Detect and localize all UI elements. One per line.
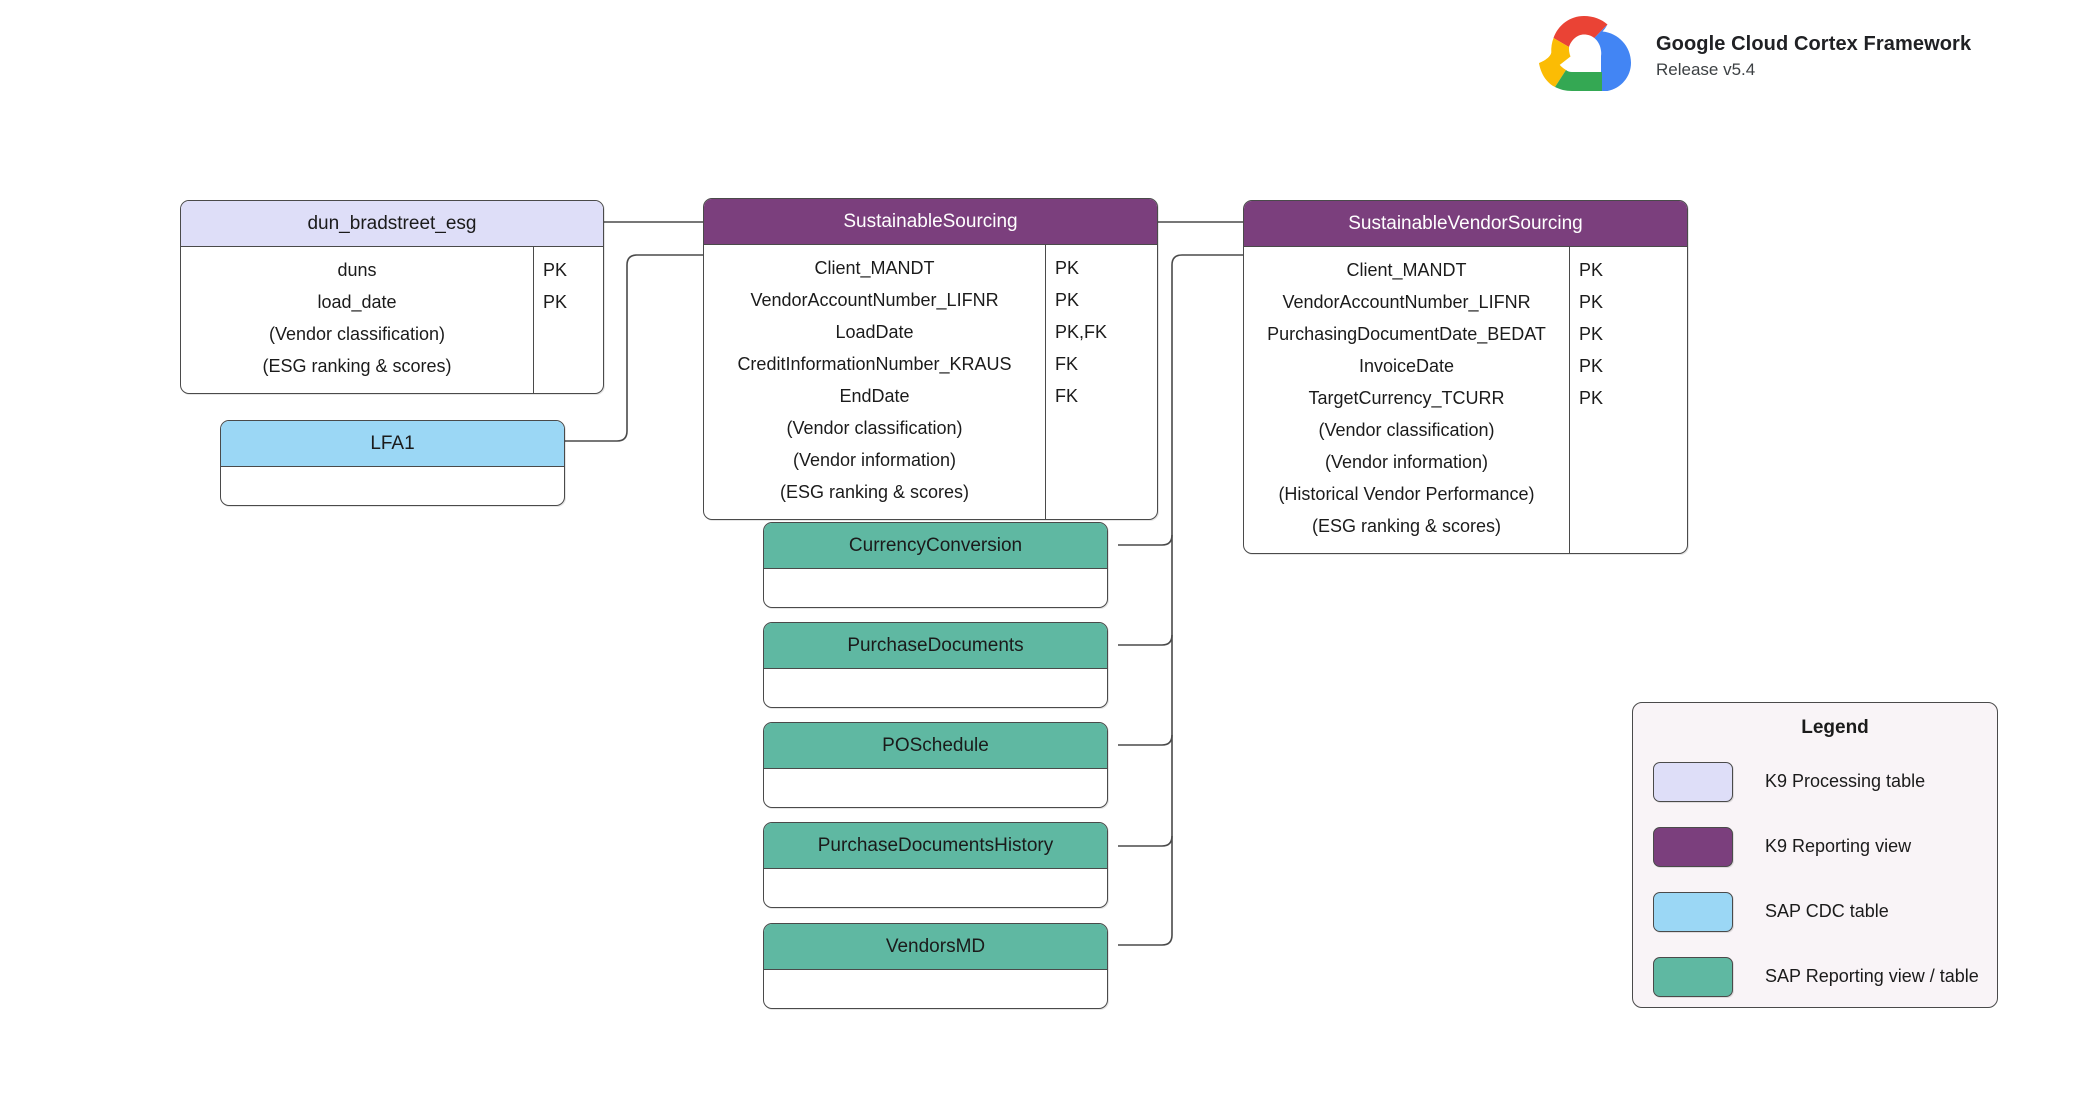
key-badge [1046,476,1157,508]
legend-label: SAP CDC table [1765,901,1889,921]
wire-purchasedocumentshistory-to-trunk [1118,835,1173,847]
key-badge [1570,478,1687,510]
entity-empty-body [764,669,1107,707]
key-badge: PK [543,292,568,312]
field-row: load_date [317,292,397,312]
legend-label: K9 Processing table [1765,771,1926,791]
entity-lfa1[interactable]: LFA1 [220,420,565,506]
field-row: TargetCurrency_TCURR [1308,388,1505,408]
field-row: EndDate [839,386,910,406]
legend-item-k9-reporting-view: K9 Reporting view [1633,814,1997,879]
entity-sustainable-sourcing[interactable]: SustainableSourcing Client_MANDT VendorA… [703,198,1158,520]
google-cloud-logo-icon [1539,16,1631,91]
key-badge [1046,412,1157,444]
field-row: Client_MANDT [1346,260,1467,280]
wire-purchasedocuments-to-trunk [1118,634,1173,646]
field-row: (Vendor classification) [786,418,963,438]
field-row: InvoiceDate [1358,356,1455,376]
key-badge [1570,414,1687,446]
field-row: PurchasingDocumentDate_BEDAT [1267,324,1546,344]
field-row: (Historical Vendor Performance) [1278,484,1535,504]
field-row: (Vendor information) [792,450,957,470]
entity-currency-conversion[interactable]: CurrencyConversion [763,522,1108,608]
wire-currencyconversion-to-trunk [1118,534,1173,546]
legend-item-sap-reporting-view: SAP Reporting view / table [1633,944,1997,1009]
brand-release: Release v5.4 [1656,59,1756,79]
key-badge: PK [1579,292,1604,312]
entity-po-schedule[interactable]: POSchedule [763,722,1108,808]
field-row: (Vendor classification) [1318,420,1495,440]
legend-swatch-sap-reporting-view [1653,956,1733,997]
legend-swatch-k9-processing-table [1653,761,1733,802]
legend-swatch-k9-reporting-view [1653,826,1733,867]
field-row: VendorAccountNumber_LIFNR [1282,292,1531,312]
field-row: CreditInformationNumber_KRAUS [737,354,1012,374]
key-badge: PK [1579,356,1604,376]
legend-item-sap-cdc-table: SAP CDC table [1633,879,1997,944]
field-row: VendorAccountNumber_LIFNR [750,290,999,310]
field-row: (ESG ranking & scores) [1311,516,1502,536]
key-badge: PK [543,260,568,280]
entity-title: PurchaseDocumentsHistory [764,823,1107,869]
legend-label: SAP Reporting view / table [1765,966,1979,986]
field-row: (ESG ranking & scores) [262,356,452,376]
key-badge: PK [1579,260,1604,280]
legend-item-k9-processing-table: K9 Processing table [1633,749,1997,814]
entity-purchase-documents-history[interactable]: PurchaseDocumentsHistory [763,822,1108,908]
entity-empty-body [221,467,564,505]
field-row: (ESG ranking & scores) [779,482,970,502]
key-badge: PK [1579,324,1604,344]
field-row: duns [337,260,377,280]
entity-vendors-md[interactable]: VendorsMD [763,923,1108,1009]
entity-dun-bradstreet-esg[interactable]: dun_bradstreet_esg duns load_date (Vendo… [180,200,604,394]
legend-title: Legend [1801,717,1869,738]
key-badge: FK [1055,354,1079,374]
entity-empty-body [764,869,1107,907]
key-badge: PK [1055,290,1080,310]
key-badge [1570,446,1687,478]
entity-empty-body [764,769,1107,807]
field-row: (Vendor classification) [268,324,446,344]
entity-title: SustainableVendorSourcing [1244,201,1687,247]
key-badge [534,350,603,382]
field-row: LoadDate [835,322,914,342]
legend-panel: Legend K9 Processing table K9 Reporting … [1632,702,1998,1008]
entity-title: SustainableSourcing [704,199,1157,245]
entity-purchase-documents[interactable]: PurchaseDocuments [763,622,1108,708]
entity-title: POSchedule [764,723,1107,769]
key-badge: PK [1579,388,1604,408]
legend-swatch-sap-cdc-table [1653,891,1733,932]
key-badge: PK,FK [1055,322,1108,342]
legend-label: K9 Reporting view [1765,836,1912,856]
entity-title: dun_bradstreet_esg [181,201,603,247]
entity-empty-body [764,970,1107,1008]
entity-title: VendorsMD [764,924,1107,970]
key-badge [534,318,603,350]
key-badge: PK [1055,258,1080,278]
key-badge: FK [1055,386,1079,406]
key-badge [1046,444,1157,476]
field-row: (Vendor information) [1324,452,1489,472]
field-row: Client_MANDT [814,258,935,278]
entity-title: CurrencyConversion [764,523,1107,569]
entity-title: LFA1 [221,421,564,467]
brand-header: Google Cloud Cortex Framework Release v5… [1528,8,1971,104]
key-badge [1570,510,1687,542]
entity-sustainable-vendor-sourcing[interactable]: SustainableVendorSourcing Client_MANDT V… [1243,200,1688,554]
entity-empty-body [764,569,1107,607]
entity-title: PurchaseDocuments [764,623,1107,669]
brand-title: Google Cloud Cortex Framework [1656,32,1972,55]
wire-poschedule-to-trunk [1118,734,1173,746]
